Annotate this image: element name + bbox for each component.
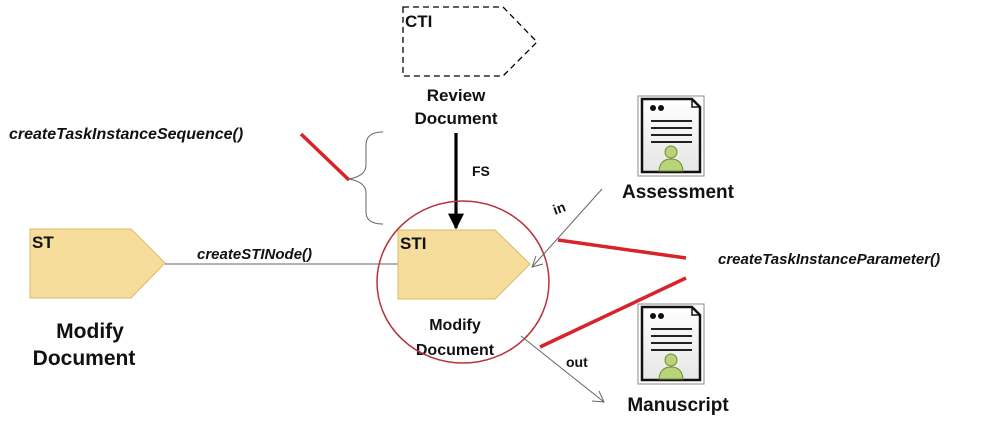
out-arrowhead bbox=[591, 390, 605, 403]
cti-shape bbox=[402, 6, 538, 77]
cti-node[interactable]: CTI bbox=[402, 6, 538, 77]
cti-caption-line2: Document bbox=[414, 109, 497, 128]
fs-label: FS bbox=[472, 163, 490, 179]
assessment-document-icon[interactable] bbox=[637, 95, 705, 177]
st-tag: ST bbox=[32, 233, 54, 252]
out-label: out bbox=[566, 354, 588, 370]
parameter-callout-line-upper bbox=[557, 238, 687, 260]
sequence-callout-line bbox=[299, 132, 351, 182]
sti-tag: STI bbox=[400, 234, 426, 253]
st-caption-line1: Modify bbox=[56, 320, 124, 343]
manuscript-caption: Manuscript bbox=[627, 395, 729, 416]
st-shape bbox=[29, 228, 166, 299]
out-edge bbox=[520, 335, 605, 403]
sequence-brace bbox=[348, 131, 384, 225]
in-label: in bbox=[551, 199, 568, 218]
in-edge bbox=[532, 188, 603, 267]
manuscript-document-icon[interactable] bbox=[637, 303, 705, 385]
st-node[interactable]: ST bbox=[29, 228, 166, 299]
sti-node[interactable]: STI bbox=[397, 229, 531, 300]
sti-caption-line2: Document bbox=[416, 342, 495, 359]
st-caption-line2: Document bbox=[33, 347, 136, 370]
create-sti-node-label: createSTINode() bbox=[197, 246, 312, 263]
cti-tag: CTI bbox=[405, 12, 432, 31]
cti-caption-line1: Review bbox=[427, 86, 486, 105]
in-arrowhead bbox=[531, 255, 544, 268]
assessment-caption: Assessment bbox=[622, 182, 735, 203]
sti-caption-line1: Modify bbox=[429, 317, 481, 334]
sti-shape bbox=[397, 229, 531, 300]
parameter-callout-line-lower bbox=[539, 276, 687, 349]
sti-highlight-circle bbox=[376, 200, 550, 364]
sequence-callout-text: createTaskInstanceSequence() bbox=[9, 126, 243, 143]
parameter-callout-text: createTaskInstanceParameter() bbox=[718, 251, 940, 268]
